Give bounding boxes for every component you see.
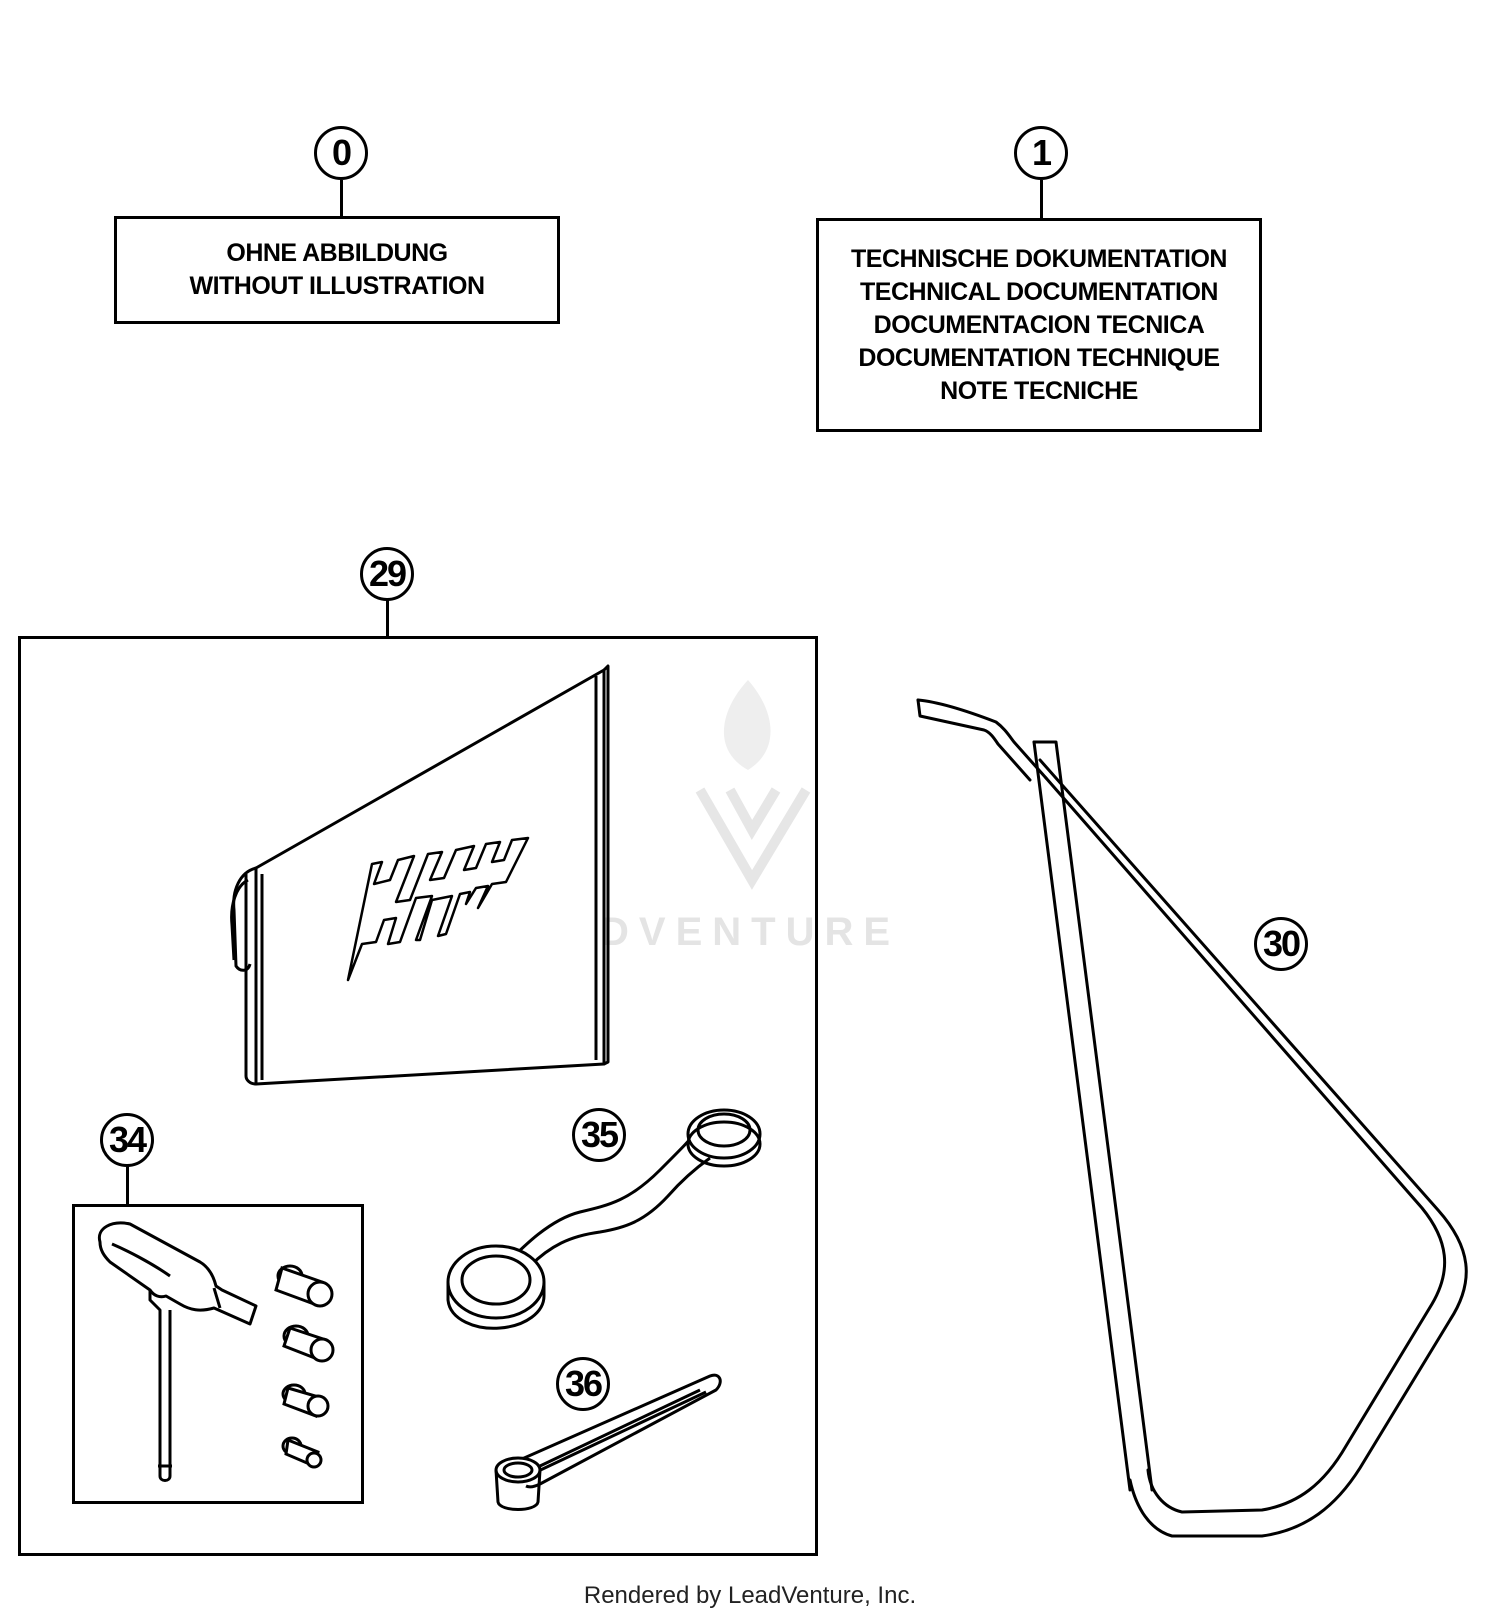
- watermark-emblem-icon: [695, 680, 811, 890]
- spanner-icon: [494, 1373, 722, 1511]
- label-line: DOCUMENTATION TECHNIQUE: [858, 343, 1220, 372]
- callout-0-number: 0: [331, 132, 352, 173]
- callout-35-number: 35: [580, 1114, 619, 1155]
- leader-line-1: [1040, 180, 1043, 220]
- label-line: TECHNISCHE DOKUMENTATION: [851, 244, 1227, 273]
- without-illustration-box: OHNE ABBILDUNG WITHOUT ILLUSTRATION: [114, 216, 560, 324]
- label-line: DOCUMENTACION TECNICA: [873, 310, 1205, 339]
- callout-30[interactable]: 30: [1254, 917, 1308, 971]
- ktm-logo: [346, 836, 530, 982]
- label-line: TECHNICAL DOCUMENTATION: [860, 277, 1218, 306]
- hex-key-handle-icon: [97, 1221, 258, 1482]
- leader-line-0: [340, 180, 343, 218]
- callout-30-number: 30: [1262, 923, 1301, 964]
- callout-29-number: 29: [368, 553, 407, 594]
- callout-34-number: 34: [108, 1119, 147, 1160]
- leader-line-29: [386, 600, 389, 638]
- leader-line-34: [126, 1166, 129, 1206]
- tool-kit-group-box: [18, 636, 818, 1556]
- callout-36[interactable]: 36: [556, 1357, 610, 1411]
- callout-0[interactable]: 0: [314, 126, 368, 180]
- kickstand-icon: [916, 698, 1468, 1538]
- hex-bit-icon: [274, 1264, 335, 1469]
- callout-1[interactable]: 1: [1014, 126, 1068, 180]
- technical-documentation-box: TECHNISCHE DOKUMENTATION TECHNICAL DOCUM…: [816, 218, 1262, 432]
- label-line: WITHOUT ILLUSTRATION: [189, 272, 485, 300]
- hex-key-set-box: [72, 1204, 364, 1504]
- ring-spanner-icon: [446, 1108, 762, 1330]
- callout-1-number: 1: [1031, 132, 1052, 173]
- label-line: NOTE TECNICHE: [940, 376, 1138, 405]
- callout-34[interactable]: 34: [100, 1113, 154, 1167]
- label-line: OHNE ABBILDUNG: [226, 239, 448, 267]
- callout-35[interactable]: 35: [572, 1108, 626, 1162]
- callout-29[interactable]: 29: [360, 547, 414, 601]
- callout-36-number: 36: [564, 1363, 603, 1404]
- footer-credit: Rendered by LeadVenture, Inc.: [583, 1582, 917, 1609]
